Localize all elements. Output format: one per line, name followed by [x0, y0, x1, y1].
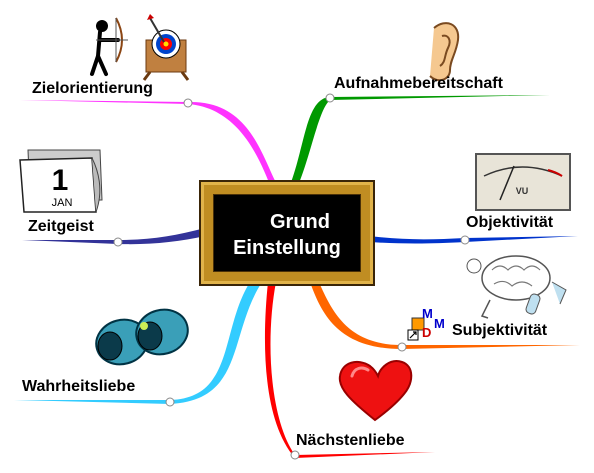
calendar-icon: 1 JAN	[19, 149, 103, 213]
svg-text:D: D	[422, 325, 431, 340]
branch-zielorientierung	[20, 98, 280, 190]
topic-subjektivitaet[interactable]: Subjektivität	[452, 322, 548, 339]
brain-icon	[466, 255, 567, 319]
central-line-2: Einstellung	[233, 237, 341, 259]
central-line-1: Grund	[270, 211, 330, 233]
mindmanager-badge-icon: M M D	[407, 306, 445, 341]
central-node-text: Grund Einstellung	[214, 209, 360, 261]
topic-zielorientierung[interactable]: Zielorientierung	[32, 80, 153, 97]
topic-zeitgeist[interactable]: Zeitgeist	[28, 218, 94, 235]
branch-subjektivitaet	[310, 280, 580, 352]
branch-wahrheitsliebe	[14, 282, 262, 407]
topic-objektivitaet[interactable]: Objektivität	[466, 214, 554, 231]
topic-naechstenliebe[interactable]: Nächstenliebe	[296, 432, 405, 449]
svg-text:M: M	[422, 306, 433, 321]
svg-text:M: M	[434, 316, 445, 331]
binoculars-icon	[95, 308, 189, 366]
vu-meter-icon: VU	[475, 153, 571, 211]
branch-objektivitaet	[370, 235, 578, 245]
meter-label: VU	[516, 186, 529, 196]
archer-target-icon	[90, 14, 190, 81]
ear-icon	[429, 22, 460, 82]
central-node[interactable]: Grund Einstellung	[199, 180, 375, 286]
branch-naechstenliebe	[264, 282, 435, 460]
calendar-day: 1	[52, 164, 69, 197]
branch-zeitgeist	[22, 228, 205, 247]
calendar-month: JAN	[52, 197, 73, 209]
central-node-board: Grund Einstellung	[213, 194, 361, 272]
heart-icon	[338, 360, 413, 422]
branch-aufnahmebereitschaft	[288, 93, 550, 190]
topic-aufnahmebereitschaft[interactable]: Aufnahmebereitschaft	[334, 75, 503, 92]
topic-wahrheitsliebe[interactable]: Wahrheitsliebe	[22, 378, 136, 395]
